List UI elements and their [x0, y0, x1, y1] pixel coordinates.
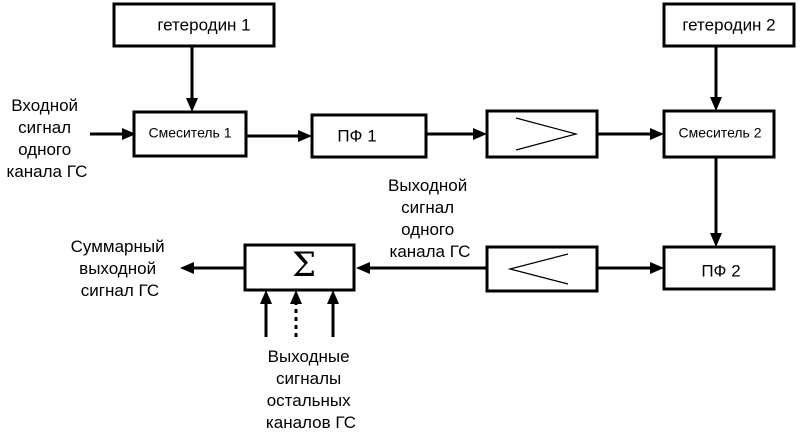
- other-outputs-line-2: сигналы: [276, 369, 341, 388]
- local-oscillator-1-block: гетеродин 1: [112, 2, 276, 48]
- bandpass-filter-1-label: ПФ 1: [337, 126, 376, 145]
- channel-output-line-3: одного: [401, 220, 454, 239]
- amplifier-triangle-icon: [515, 117, 579, 151]
- channel-output-line-4: канала ГС: [390, 242, 471, 261]
- input-label-line-3: одного: [18, 140, 71, 159]
- mixer-1-label: Смеситель 1: [148, 125, 231, 141]
- channel-output-line-2: сигнал: [401, 198, 454, 217]
- bandpass-filter-1-block: ПФ 1: [310, 113, 428, 159]
- sum-output-line-1: Суммарный: [71, 237, 165, 256]
- sum-output-line-3: сигнал ГС: [81, 281, 159, 300]
- other-outputs-line-4: каналов ГС: [266, 413, 356, 432]
- input-label-line-2: сигнал: [18, 118, 71, 137]
- connection-lines: [90, 46, 722, 337]
- other-outputs-line-1: Выходные: [268, 347, 350, 366]
- amplifier-block-top: [485, 109, 599, 159]
- bandpass-filter-2-block: ПФ 2: [662, 245, 776, 291]
- channel-output-label: Выходной сигнал одного канала ГС: [388, 176, 472, 261]
- local-oscillator-2-block: гетеродин 2: [662, 2, 796, 48]
- sum-output-label: Суммарный выходной сигнал ГС: [71, 237, 170, 300]
- mixer-1-block: Смеситель 1: [132, 110, 248, 158]
- channel-output-line-1: Выходной: [388, 176, 467, 195]
- amplifier-block-bottom: [485, 245, 599, 293]
- local-oscillator-1-label: гетеродин 1: [157, 15, 250, 34]
- local-oscillator-2-label: гетеродин 2: [682, 15, 775, 34]
- other-outputs-line-3: остальных: [267, 391, 351, 410]
- input-signal-label: Входной сигнал одного канала ГС: [7, 96, 88, 181]
- mixer-2-block: Смеситель 2: [662, 109, 776, 159]
- input-label-line-4: канала ГС: [7, 162, 88, 181]
- bandpass-filter-2-label: ПФ 2: [701, 261, 740, 280]
- sum-output-line-2: выходной: [79, 259, 156, 278]
- other-outputs-label: Выходные сигналы остальных каналов ГС: [266, 347, 356, 432]
- mixer-2-label: Смеситель 2: [678, 125, 761, 141]
- sigma-symbol: Σ: [292, 245, 316, 285]
- input-label-line-1: Входной: [11, 96, 78, 115]
- summer-block: Σ: [243, 243, 356, 292]
- amplifier-triangle-reversed-icon: [507, 253, 569, 285]
